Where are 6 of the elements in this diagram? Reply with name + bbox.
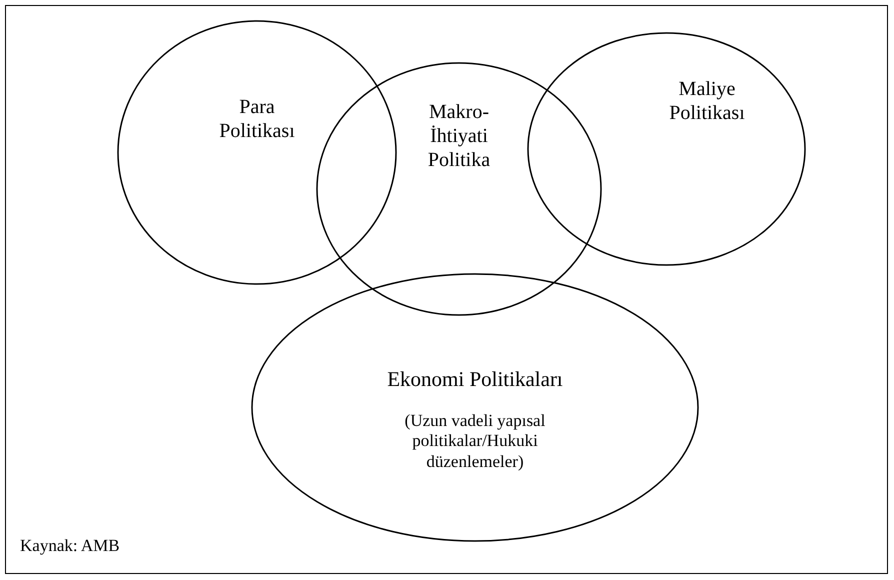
body-text: (Uzun vadeli yapısal politikalar/Hukuki düzenlemeler) xyxy=(404,411,546,472)
heading-text: Ekonomi Politikaları xyxy=(386,367,564,392)
circle-label: Makro-İhtiyati Politika xyxy=(426,100,492,172)
source-note: Kaynak: AMB xyxy=(20,536,120,556)
circle-label: Para Politikası xyxy=(218,95,296,143)
circle-label: Maliye Politikası xyxy=(668,77,746,125)
